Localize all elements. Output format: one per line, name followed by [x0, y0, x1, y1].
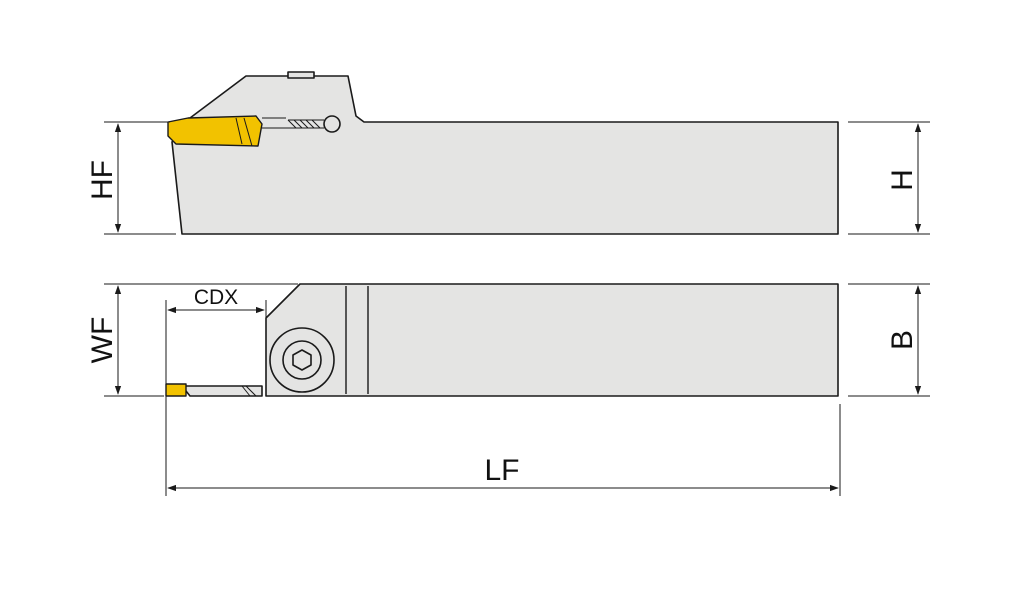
b-dimension: B: [848, 283, 930, 397]
cdx-label: CDX: [194, 286, 238, 309]
blade-detail: [241, 385, 257, 397]
side-view-holder-body: [171, 75, 839, 235]
top-view-insert: [165, 383, 187, 397]
insert-edge-line: [235, 117, 253, 147]
top-view: [165, 283, 839, 397]
h-dimension: H: [848, 121, 930, 235]
clamp-screw-head: [287, 71, 315, 79]
b-label: B: [886, 330, 919, 350]
hf-label: HF: [86, 160, 119, 200]
hf-dimension: HF: [86, 121, 176, 235]
screw-hex-socket: [292, 349, 312, 371]
side-view: [167, 71, 839, 235]
blade-shank: [181, 385, 263, 397]
clamp-spring: [287, 119, 324, 129]
side-view-insert: [167, 115, 263, 147]
lf-dimension: LF: [165, 300, 841, 496]
lf-label: LF: [484, 454, 519, 487]
wf-dimension: WF: [86, 283, 298, 397]
top-view-holder-body: [265, 283, 839, 397]
h-label: H: [886, 169, 919, 191]
wf-label: WF: [86, 317, 119, 364]
cdx-dimension: CDX: [167, 286, 267, 380]
clamp-hole: [323, 115, 341, 133]
